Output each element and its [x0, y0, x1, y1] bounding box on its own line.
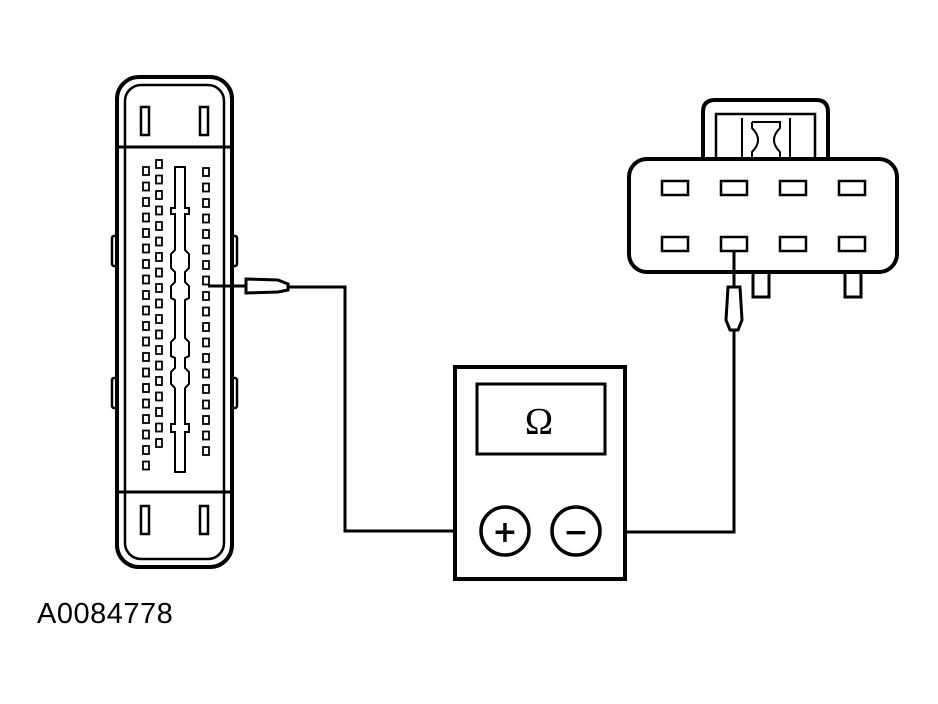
connector-pin: [142, 352, 150, 362]
connector-pin: [155, 205, 163, 216]
connector-pin: [155, 283, 163, 293]
connector-pin: [155, 159, 163, 169]
connector-pin: [142, 367, 150, 378]
connector-pin: [142, 166, 150, 176]
connector-pin: [142, 336, 150, 347]
connector-pins: [142, 159, 210, 471]
connector-pin: [142, 197, 150, 207]
connector-pin: [155, 360, 163, 371]
connector-pin: [142, 429, 150, 440]
connector-pin: [155, 221, 163, 231]
connector-pin: [142, 274, 150, 285]
connector-pin: [155, 407, 163, 417]
connector-pin: [142, 181, 150, 192]
svg-text:+: +: [492, 515, 517, 550]
connector-pin: [202, 182, 210, 193]
connector-pin: [142, 460, 150, 471]
negative-test-lead: [601, 250, 744, 534]
connector-pin: [142, 259, 150, 269]
connector-pin: [155, 391, 163, 402]
connector-pin: [202, 399, 210, 410]
connector-pin: [155, 329, 163, 340]
connector-pin: [202, 384, 210, 394]
connector-pin: [155, 376, 163, 386]
connector-pin: [202, 306, 210, 317]
connector-pin: [155, 298, 163, 309]
connector-pin: [155, 267, 163, 278]
connector-pin: [155, 422, 163, 433]
connector-pin: [202, 213, 210, 224]
connector-pin: [202, 260, 210, 270]
connector-pin: [142, 414, 150, 424]
connector-pin: [155, 345, 163, 355]
module-connector: [110, 75, 239, 569]
connector-pin: [142, 321, 150, 331]
connector-pin: [202, 275, 210, 286]
connector-pin: [202, 337, 210, 348]
positive-terminal: +: [479, 505, 531, 557]
figure-id-label: A0084778: [37, 598, 174, 630]
connector-pin: [202, 322, 210, 332]
ohmmeter: Ω + −: [453, 365, 627, 581]
connector-pin: [142, 305, 150, 316]
svg-text:−: −: [563, 515, 588, 550]
connector-pin: [142, 212, 150, 223]
connector-pin: [202, 446, 210, 456]
connector-pin: [155, 314, 163, 324]
connector-pin: [142, 398, 150, 409]
connector-pin: [142, 243, 150, 254]
ohm-symbol: Ω: [525, 401, 553, 443]
connector-pin: [142, 383, 150, 393]
connector-pin: [202, 291, 210, 301]
connector-pin: [202, 244, 210, 255]
connector-pin: [155, 190, 163, 200]
connector-pin: [155, 438, 163, 448]
connector-pin: [202, 198, 210, 208]
connector-pin: [155, 252, 163, 262]
connector-pin: [202, 167, 210, 177]
connector-pin: [155, 236, 163, 247]
connector-pin: [142, 290, 150, 300]
connector-pin: [142, 228, 150, 238]
negative-terminal: −: [550, 505, 602, 557]
connector-pin: [202, 368, 210, 379]
positive-test-lead: [208, 277, 480, 533]
connector-pin: [202, 353, 210, 363]
connector-pin: [202, 430, 210, 441]
component-connector: [627, 98, 899, 299]
connector-pin: [155, 174, 163, 185]
connector-pin: [202, 415, 210, 425]
connector-pin: [142, 445, 150, 455]
meter-display: [475, 382, 607, 456]
connector-pin: [202, 229, 210, 239]
